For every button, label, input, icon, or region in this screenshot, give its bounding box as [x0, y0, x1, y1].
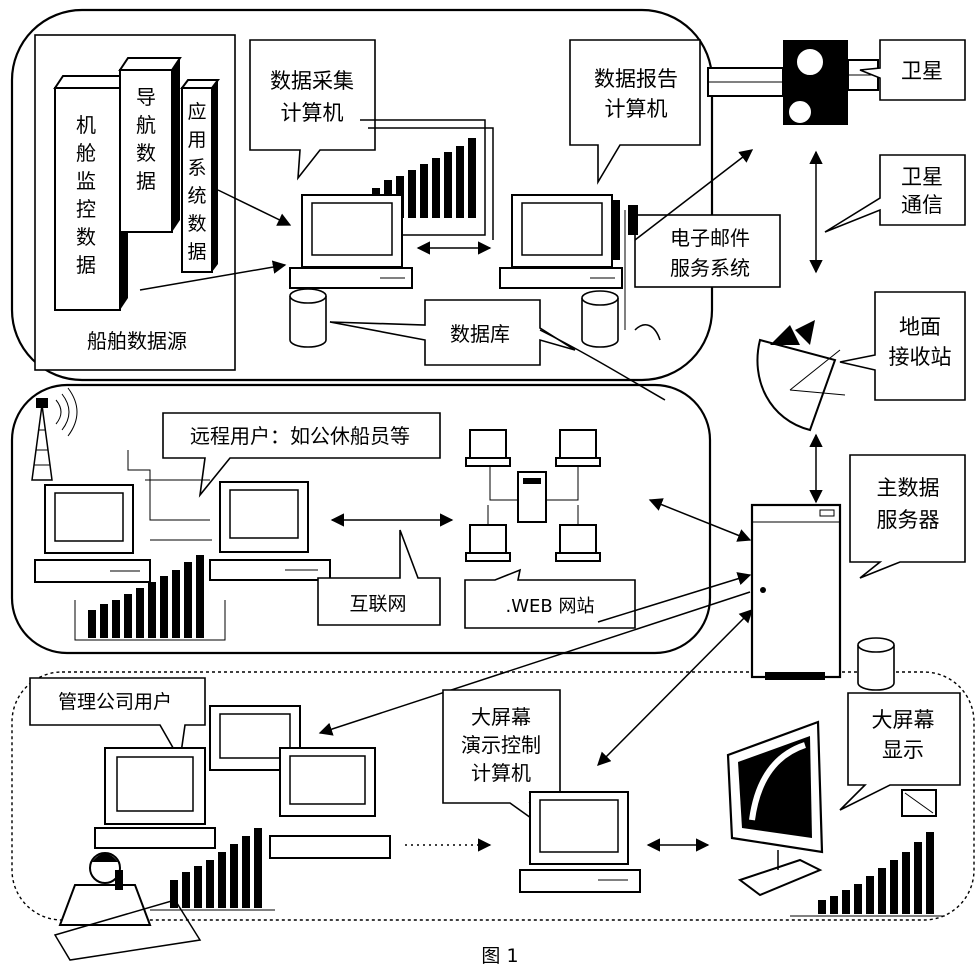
- sat-comm-callout: [825, 155, 965, 232]
- mgmt-pc-3: [270, 748, 390, 858]
- antenna-tower-icon: [32, 388, 77, 480]
- database-cylinder-right: [582, 291, 618, 347]
- big-screen-monitor: [728, 722, 822, 895]
- figure-caption: 图 1: [481, 945, 518, 967]
- small-monitor-icon: [902, 790, 936, 816]
- bigscreen-pc-label: 大屏幕演示控制计算机: [461, 705, 541, 785]
- remote-pc-1: [35, 485, 150, 582]
- remote-users-label: 远程用户：如公休船员等: [190, 424, 410, 448]
- database-cylinder-server: [858, 638, 894, 690]
- remote-pc-2: [210, 482, 330, 580]
- database-label: 数据库: [450, 322, 510, 346]
- satellite-label: 卫星: [901, 59, 943, 83]
- internet-label: 互联网: [349, 593, 406, 615]
- data-source-label: 船舶数据源: [87, 329, 187, 353]
- collect-pc: [290, 195, 412, 288]
- main-server: [752, 505, 840, 680]
- mgmt-pc-2: [95, 748, 215, 848]
- website-label: .WEB 网站: [506, 596, 595, 617]
- person-on-phone: [55, 853, 200, 960]
- bigscreen-pc: [520, 792, 640, 892]
- database-cylinder-left: [290, 289, 326, 347]
- mgmt-users-label: 管理公司用户: [58, 691, 172, 713]
- satellite-icon: [708, 40, 878, 125]
- report-pc: [500, 195, 622, 288]
- website-network: [466, 430, 600, 561]
- email-system: 电子邮件服务系统: [625, 205, 780, 340]
- ground-station-icon: [757, 320, 845, 430]
